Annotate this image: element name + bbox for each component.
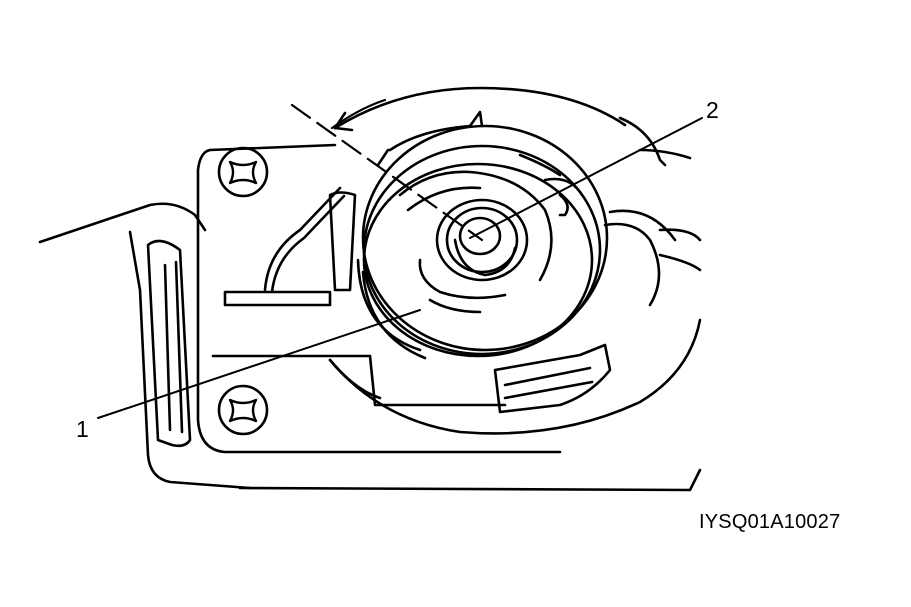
leader-lines bbox=[98, 118, 702, 418]
center-hub bbox=[437, 200, 527, 280]
callout-label-1: 1 bbox=[76, 416, 89, 442]
side-bracket bbox=[40, 204, 250, 488]
figure-code: IYSQ01A10027 bbox=[699, 511, 841, 533]
rotation-reference-line bbox=[292, 100, 482, 240]
base-plate bbox=[198, 145, 700, 490]
callout-label-2: 2 bbox=[706, 97, 719, 123]
phillips-screw-icon bbox=[219, 386, 267, 434]
phillips-screw-icon bbox=[219, 148, 267, 196]
rotor-housing bbox=[330, 88, 700, 433]
wire-terminal bbox=[225, 188, 344, 305]
coil-ring bbox=[358, 126, 607, 358]
segment-tabs bbox=[330, 193, 700, 413]
spring-plate bbox=[378, 112, 582, 312]
